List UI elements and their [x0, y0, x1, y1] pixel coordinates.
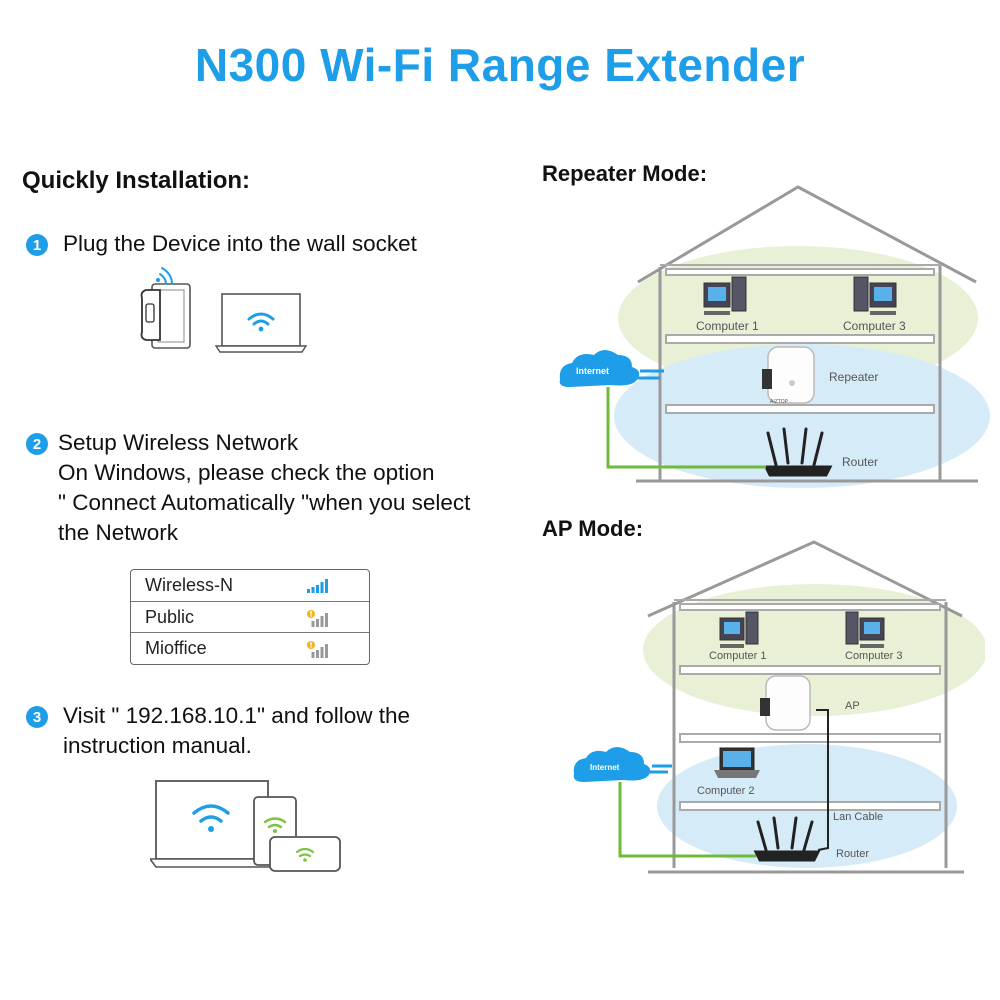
step-3-line-2: instruction manual. [63, 733, 252, 758]
repeater-label-router: Router [842, 455, 879, 469]
ap-label-ap: AP [845, 700, 860, 712]
signal-strength-icon [307, 578, 328, 593]
router-icon [763, 427, 833, 477]
repeater-device-icon [762, 346, 815, 404]
step-3-text: Visit " 192.168.10.1" and follow the ins… [63, 701, 410, 761]
repeater-label-repeater: Repeater [829, 370, 879, 384]
repeater-mode-diagram [559, 185, 990, 488]
ap-mode-diagram [573, 540, 985, 874]
repeater-label-computer-1: Computer 1 [696, 319, 759, 333]
ap-mode-heading: AP Mode: [542, 516, 644, 541]
ap-label-computer-3: Computer 3 [845, 650, 903, 662]
laptop-icon [214, 293, 308, 353]
step-1-line-1: Plug the Device into the wall socket [63, 231, 417, 256]
step-1-badge: 1 [26, 234, 48, 256]
internet-cable [618, 782, 756, 858]
network-row-public[interactable]: Public [131, 601, 369, 633]
step-2-line-4: the Network [58, 520, 179, 545]
computer-1-icon [703, 276, 747, 315]
wifi-icon [192, 804, 230, 832]
house-floors [660, 264, 940, 414]
repeater-mode-heading: Repeater Mode: [542, 161, 708, 186]
ap-label-computer-1: Computer 1 [709, 650, 767, 662]
computer-1-icon [719, 611, 759, 648]
step-1-text: Plug the Device into the wall socket [63, 229, 417, 259]
wifi-icon [263, 817, 287, 833]
step-2-line-3: " Connect Automatically "when you select [58, 490, 471, 515]
wall-socket-icon [140, 283, 191, 349]
ap-label-router: Router [836, 848, 870, 860]
step-2-badge: 2 [26, 433, 48, 455]
network-row-mioffice[interactable]: Mioffice [131, 632, 369, 664]
coverage-zone-upper [643, 584, 985, 716]
devices-illustration [150, 780, 341, 872]
house-outline [637, 185, 977, 481]
ap-label-lan-cable: Lan Cable [833, 811, 884, 823]
ap-device-icon [760, 675, 811, 731]
repeater-label-internet: Internet [576, 366, 610, 376]
network-name: Wireless-N [145, 575, 233, 595]
wireless-network-list: Wireless-N Public Mioffice [130, 569, 370, 665]
house-floors [674, 599, 946, 811]
lan-cable [816, 709, 829, 851]
network-name: Public [145, 607, 195, 627]
signal-warning-icon [307, 640, 328, 658]
internet-cable [606, 387, 766, 469]
ap-label-internet: Internet [590, 763, 620, 772]
wifi-icon [295, 847, 315, 862]
wifi-icon [247, 312, 275, 332]
device-brand-label: AIZTOP [770, 399, 788, 405]
computer-3-icon [845, 611, 885, 648]
step-2-line-2: On Windows, please check the option [58, 460, 435, 485]
installation-heading: Quickly Installation: [22, 167, 251, 194]
step-2-line-1: Setup Wireless Network [58, 430, 299, 455]
computer-2-icon [714, 747, 760, 778]
step-3-badge: 3 [26, 706, 48, 728]
internet-cloud-icon [573, 747, 672, 782]
coverage-zone-extended [614, 344, 990, 488]
computer-3-icon [853, 276, 897, 315]
internet-cloud-icon [559, 350, 664, 387]
signal-warning-icon [307, 609, 328, 627]
network-name: Mioffice [145, 638, 207, 658]
signal-waves-icon [156, 267, 173, 285]
laptop-icon [150, 780, 278, 868]
house-outline [647, 540, 963, 868]
step-2-text: Setup Wireless Network On Windows, pleas… [58, 428, 470, 548]
step-3-line-1: Visit " 192.168.10.1" and follow the [63, 703, 411, 728]
network-row-wireless-n[interactable]: Wireless-N [131, 570, 369, 601]
router-icon [753, 816, 821, 862]
plug-in-illustration [140, 267, 308, 353]
ap-label-computer-2: Computer 2 [697, 785, 755, 797]
repeater-label-computer-3: Computer 3 [843, 319, 906, 333]
page-title: N300 Wi-Fi Range Extender [194, 39, 806, 91]
